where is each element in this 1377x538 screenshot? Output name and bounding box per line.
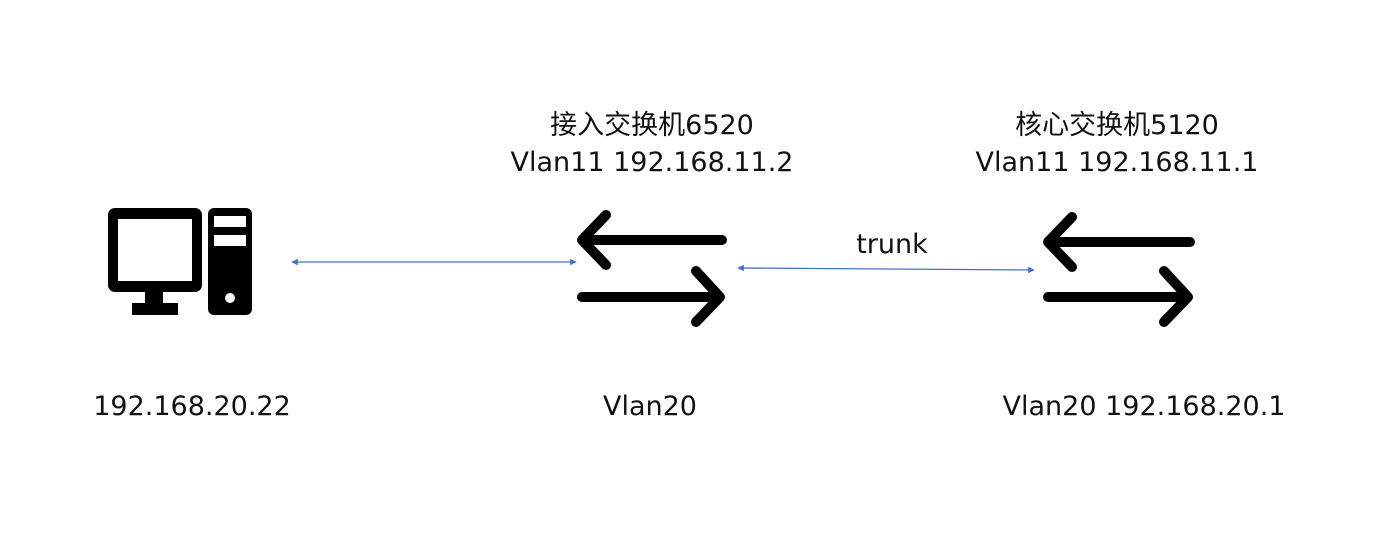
- access-switch-vlan11: Vlan11 192.168.11.2: [510, 147, 794, 178]
- core-switch-vlan11: Vlan11 192.168.11.1: [975, 147, 1259, 178]
- core-switch-icon: [1043, 212, 1195, 327]
- pc-ip: 192.168.20.22: [93, 391, 291, 422]
- computer-icon: [108, 208, 252, 315]
- access-switch-vlan20: Vlan20: [603, 391, 697, 422]
- access-switch-icon: [577, 210, 727, 327]
- core-switch-name: 核心交换机5120: [1015, 110, 1219, 141]
- core-switch-vlan20: Vlan20 192.168.20.1: [1002, 391, 1286, 422]
- access-switch-name: 接入交换机6520: [550, 110, 754, 141]
- trunk-link: [737, 264, 1035, 274]
- trunk-label: trunk: [856, 229, 928, 260]
